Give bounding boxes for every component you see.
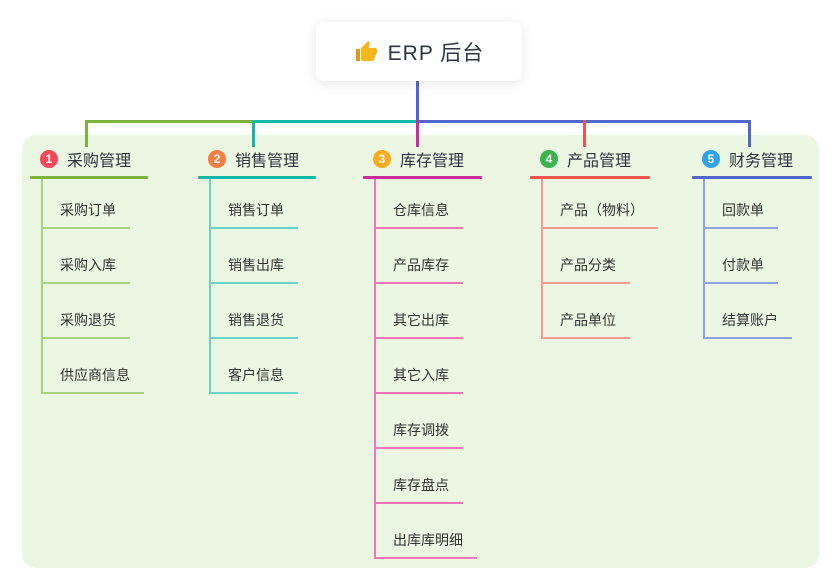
branch: 5 财务管理 回款单 付款单 结算账户 — [692, 146, 812, 339]
branch-children: 回款单 付款单 结算账户 — [703, 179, 812, 339]
child-label[interactable]: 产品库存 — [376, 255, 463, 284]
child-label[interactable]: 客户信息 — [211, 365, 298, 394]
child-label[interactable]: 产品单位 — [543, 310, 630, 339]
child-node: 库存盘点 — [376, 449, 482, 504]
child-node: 付款单 — [705, 229, 812, 284]
child-label[interactable]: 采购订单 — [43, 200, 130, 229]
branch: 2 销售管理 销售订单 销售出库 销售退货 客户信息 — [198, 146, 316, 394]
branch: 3 库存管理 仓库信息 产品库存 其它出库 其它入库 库存调拨 库存盘点 出库库… — [363, 146, 482, 559]
branch-node[interactable]: 1 采购管理 — [30, 146, 148, 172]
child-node: 回款单 — [705, 179, 812, 229]
branch-node[interactable]: 2 销售管理 — [198, 146, 316, 172]
child-label[interactable]: 库存盘点 — [376, 475, 463, 504]
branch-children: 产品（物料） 产品分类 产品单位 — [541, 179, 658, 339]
child-node: 客户信息 — [211, 339, 316, 394]
connector-line — [85, 120, 252, 123]
branch-node[interactable]: 4 产品管理 — [530, 146, 650, 172]
child-label[interactable]: 产品（物料） — [543, 200, 658, 229]
branch-underline — [30, 176, 148, 179]
branch-label: 财务管理 — [729, 153, 794, 170]
branch-underline — [198, 176, 316, 179]
branch-children: 采购订单 采购入库 采购退货 供应商信息 — [41, 179, 148, 394]
branch-number-badge: 5 — [702, 150, 720, 168]
branch: 4 产品管理 产品（物料） 产品分类 产品单位 — [530, 146, 658, 339]
branch-label: 产品管理 — [567, 153, 632, 170]
child-node: 采购入库 — [43, 229, 148, 284]
child-label[interactable]: 结算账户 — [705, 310, 792, 339]
child-label[interactable]: 销售订单 — [211, 200, 298, 229]
thumbs-up-icon — [354, 40, 378, 64]
branch-number-badge: 3 — [373, 150, 391, 168]
root-node[interactable]: ERP 后台 — [316, 22, 522, 81]
child-label[interactable]: 库存调拨 — [376, 420, 463, 449]
child-node: 销售出库 — [211, 229, 316, 284]
child-label[interactable]: 销售退货 — [211, 310, 298, 339]
mindmap-panel — [22, 135, 819, 568]
child-label[interactable]: 产品分类 — [543, 255, 630, 284]
child-node: 销售订单 — [211, 179, 316, 229]
child-node: 产品分类 — [543, 229, 650, 284]
child-node: 产品库存 — [376, 229, 482, 284]
child-node: 库存调拨 — [376, 394, 482, 449]
child-label[interactable]: 其它出库 — [376, 310, 463, 339]
branch-node[interactable]: 3 库存管理 — [363, 146, 482, 172]
branch-underline — [363, 176, 482, 179]
connector-line — [416, 120, 419, 147]
child-node: 其它出库 — [376, 284, 482, 339]
child-node: 供应商信息 — [43, 339, 148, 394]
branch-underline — [692, 176, 812, 179]
child-label[interactable]: 其它入库 — [376, 365, 463, 394]
branch-label: 销售管理 — [235, 153, 300, 170]
branch-node[interactable]: 5 财务管理 — [692, 146, 812, 172]
root-title: ERP 后台 — [387, 41, 485, 65]
branch-children: 仓库信息 产品库存 其它出库 其它入库 库存调拨 库存盘点 出库库明细 — [374, 179, 482, 559]
connector-line — [252, 120, 255, 147]
child-node: 结算账户 — [705, 284, 812, 339]
branch: 1 采购管理 采购订单 采购入库 采购退货 供应商信息 — [30, 146, 148, 394]
child-node: 采购退货 — [43, 284, 148, 339]
child-label[interactable]: 出库库明细 — [376, 530, 477, 559]
child-node: 仓库信息 — [376, 179, 482, 229]
child-node: 采购订单 — [43, 179, 148, 229]
connector-line — [748, 120, 751, 147]
child-node: 产品（物料） — [543, 179, 658, 229]
branch-number-badge: 4 — [540, 150, 558, 168]
branch-number-badge: 2 — [208, 150, 226, 168]
branch-number-badge: 1 — [40, 150, 58, 168]
child-label[interactable]: 付款单 — [705, 255, 778, 284]
child-label[interactable]: 采购退货 — [43, 310, 130, 339]
child-label[interactable]: 仓库信息 — [376, 200, 463, 229]
child-node: 出库库明细 — [376, 504, 482, 559]
connector-line — [85, 120, 88, 147]
branch-children: 销售订单 销售出库 销售退货 客户信息 — [209, 179, 316, 394]
child-node: 销售退货 — [211, 284, 316, 339]
child-label[interactable]: 采购入库 — [43, 255, 130, 284]
branch-label: 库存管理 — [400, 153, 465, 170]
child-label[interactable]: 供应商信息 — [43, 365, 144, 394]
child-label[interactable]: 回款单 — [705, 200, 778, 229]
connector-line — [416, 80, 419, 123]
branch-underline — [530, 176, 650, 179]
child-node: 其它入库 — [376, 339, 482, 394]
child-node: 产品单位 — [543, 284, 650, 339]
child-label[interactable]: 销售出库 — [211, 255, 298, 284]
connector-line — [252, 120, 416, 123]
branch-label: 采购管理 — [67, 153, 132, 170]
connector-line — [583, 120, 586, 147]
